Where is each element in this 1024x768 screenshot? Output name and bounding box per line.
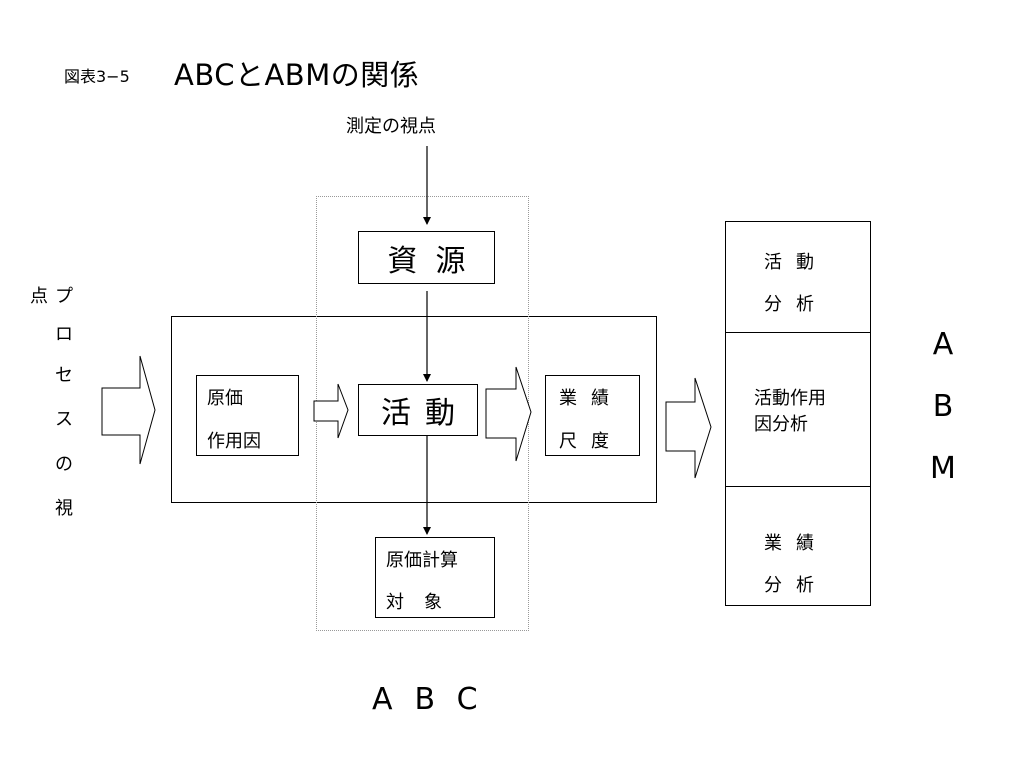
abm-label-letter: M	[930, 451, 956, 486]
measurement-viewpoint-label: 測定の視点	[346, 116, 436, 137]
process-viewpoint-char: セ	[55, 365, 73, 386]
abm-cell-line-2: 分析	[764, 575, 828, 596]
cost-object-line-1: 原価計算	[386, 550, 458, 571]
process-viewpoint-char: プ	[55, 286, 73, 307]
abm-performance-analysis-cell: 業績 分析	[726, 487, 870, 605]
process-frame	[171, 316, 657, 503]
abm-cell-line-1: 活動作用	[754, 388, 826, 409]
cost-driver-line-2: 作用因	[207, 431, 261, 452]
process-viewpoint-char: の	[55, 454, 73, 475]
performance-measure-line-1: 業績	[559, 388, 623, 409]
figure-title: ABCとABMの関係	[174, 58, 420, 92]
process-viewpoint-char: ロ	[55, 324, 73, 345]
abm-cell-line-2: 因分析	[754, 414, 808, 435]
abc-label: ABC	[372, 682, 500, 717]
activity-to-performance-block-arrow	[485, 366, 532, 462]
cost-driver-box: 原価 作用因	[196, 375, 299, 456]
abm-driver-analysis-cell: 活動作用 因分析	[726, 333, 870, 487]
activity-box: 活動	[358, 384, 478, 436]
activity-label: 活動	[381, 396, 469, 431]
process-viewpoint-char: 視	[55, 498, 73, 519]
process-viewpoint-char: 点	[30, 286, 48, 307]
process-to-abm-block-arrow	[665, 377, 712, 479]
abm-label-letter: A	[932, 327, 954, 362]
resource-label: 資源	[387, 243, 484, 279]
driver-to-activity-block-arrow	[313, 383, 349, 439]
abm-cell-line-1: 業績	[764, 533, 828, 554]
cost-object-box: 原価計算 対象	[375, 537, 495, 618]
performance-measure-line-2: 尺度	[559, 431, 623, 452]
cost-object-line-2: 対象	[386, 592, 462, 613]
abm-activity-analysis-cell: 活動 分析	[726, 222, 870, 333]
figure-label: 図表3−5	[64, 67, 130, 86]
abm-cell-line-1: 活動	[764, 252, 828, 273]
abm-label-letter: B	[932, 389, 954, 424]
resource-box: 資源	[358, 231, 495, 284]
process-viewpoint-char: ス	[55, 409, 73, 430]
process-input-block-arrow	[101, 355, 156, 465]
abm-cell-line-2: 分析	[764, 294, 828, 315]
cost-driver-line-1: 原価	[207, 388, 243, 409]
performance-measure-box: 業績 尺度	[545, 375, 640, 456]
abm-column: 活動 分析 活動作用 因分析 業績 分析	[725, 221, 871, 606]
